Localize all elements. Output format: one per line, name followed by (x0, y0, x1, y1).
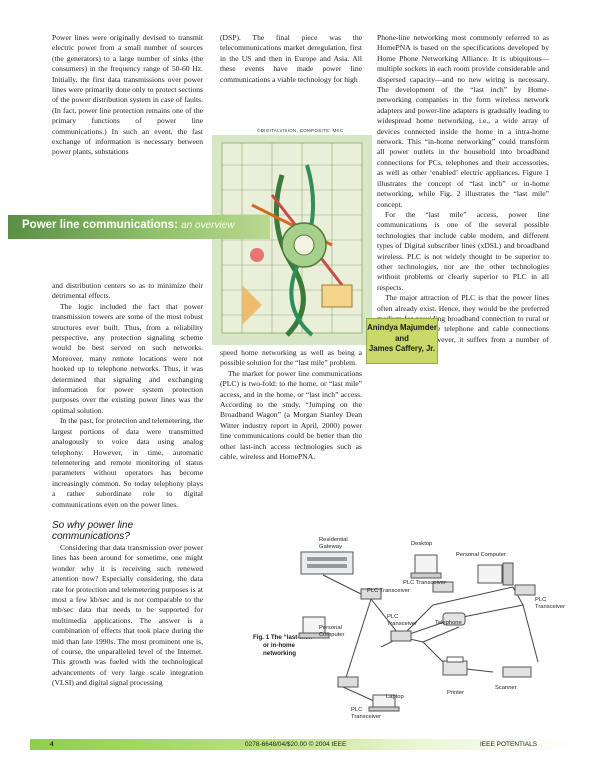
label-telephone: Telephone (435, 620, 462, 626)
paragraph: In the past, for protection and telemete… (52, 416, 203, 509)
paragraph: For the “last mile” access, power line c… (377, 209, 549, 292)
label-plc-center: PLC Transceiver (387, 614, 418, 627)
title-banner: Power line communications: an overview (8, 215, 270, 239)
column-left-section: Considering that data transmission over … (52, 543, 203, 689)
column-right: Phone-line networking most commonly refe… (377, 33, 549, 356)
paragraph: Phone-line networking most commonly refe… (377, 33, 549, 209)
author-name: James Caffery, Jr. (368, 344, 436, 353)
figure-caption-line: networking (263, 650, 297, 657)
figure-caption-line: or in-home (263, 642, 295, 649)
label-desktop: Desktop (411, 541, 433, 547)
footer-copyright: 0278-6648/04/$20.00 © 2004 IEEE (245, 741, 347, 748)
paragraph: The market for power line communications… (220, 368, 362, 462)
paragraph: speed home networking as well as being a… (220, 348, 362, 368)
gateway-device (300, 551, 354, 575)
figure-caption: Fig. 1 The “last-inch” or in-home networ… (253, 634, 323, 658)
label-plc-left: PLC Transceiver (367, 588, 410, 594)
article-title: Power line communications: an overview (22, 219, 234, 231)
power-lines-illustration (212, 135, 372, 345)
home-network-figure: Residential Gateway Desktop Personal Com… (283, 527, 573, 730)
column-left-low: and distribution centers so as to minimi… (52, 281, 203, 510)
author-box: Anindya Majumder and James Caffery, Jr. (366, 318, 438, 364)
label-personal-computer-top: Personal Computer (456, 552, 506, 558)
paragraph: Considering that data transmission over … (52, 543, 203, 688)
network-diagram (298, 551, 539, 712)
section-heading: So why power line communications? (52, 520, 134, 542)
author-conjunction: and (395, 333, 409, 343)
label-personal-computer-left: Personal Computer (319, 625, 345, 638)
column-middle-top: (DSP). The final piece was the telecommu… (220, 33, 362, 85)
label-printer: Printer (447, 690, 465, 696)
article-title-main: Power line communications: (22, 219, 178, 231)
label-plc-mid: PLC Transceiver (403, 580, 446, 586)
column-middle-low: speed home networking as well as being a… (220, 348, 362, 462)
label-laptop: Laptop (386, 694, 404, 700)
page-number: 4 (50, 741, 54, 748)
illustration-credit: ©DIGITALVISION, COMPOSITE: MKC (257, 128, 344, 133)
footer-publication: IEEE POTENTIALS (480, 741, 538, 748)
figure-caption-line: Fig. 1 The “last-inch” (253, 634, 316, 641)
column-left-top: Power lines were originally devised to t… (52, 33, 203, 158)
label-plc-bottom: PLC Transceiver (351, 707, 382, 720)
paragraph: and distribution centers so as to minimi… (52, 281, 203, 301)
illustration (212, 135, 372, 345)
author-name: Anindya Majumder (367, 323, 437, 332)
article-title-sub: an overview (181, 220, 235, 231)
label-scanner: Scanner (495, 685, 517, 691)
paragraph: (DSP). The final piece was the telecommu… (220, 33, 362, 84)
label-plc-right: PLC Transceiver (535, 597, 566, 610)
paragraph: Power lines were originally devised to t… (52, 33, 203, 157)
paragraph: The logic included the fact that power t… (52, 301, 203, 415)
footer-bar (30, 739, 575, 750)
label-gateway: Residential Gateway (319, 537, 348, 550)
